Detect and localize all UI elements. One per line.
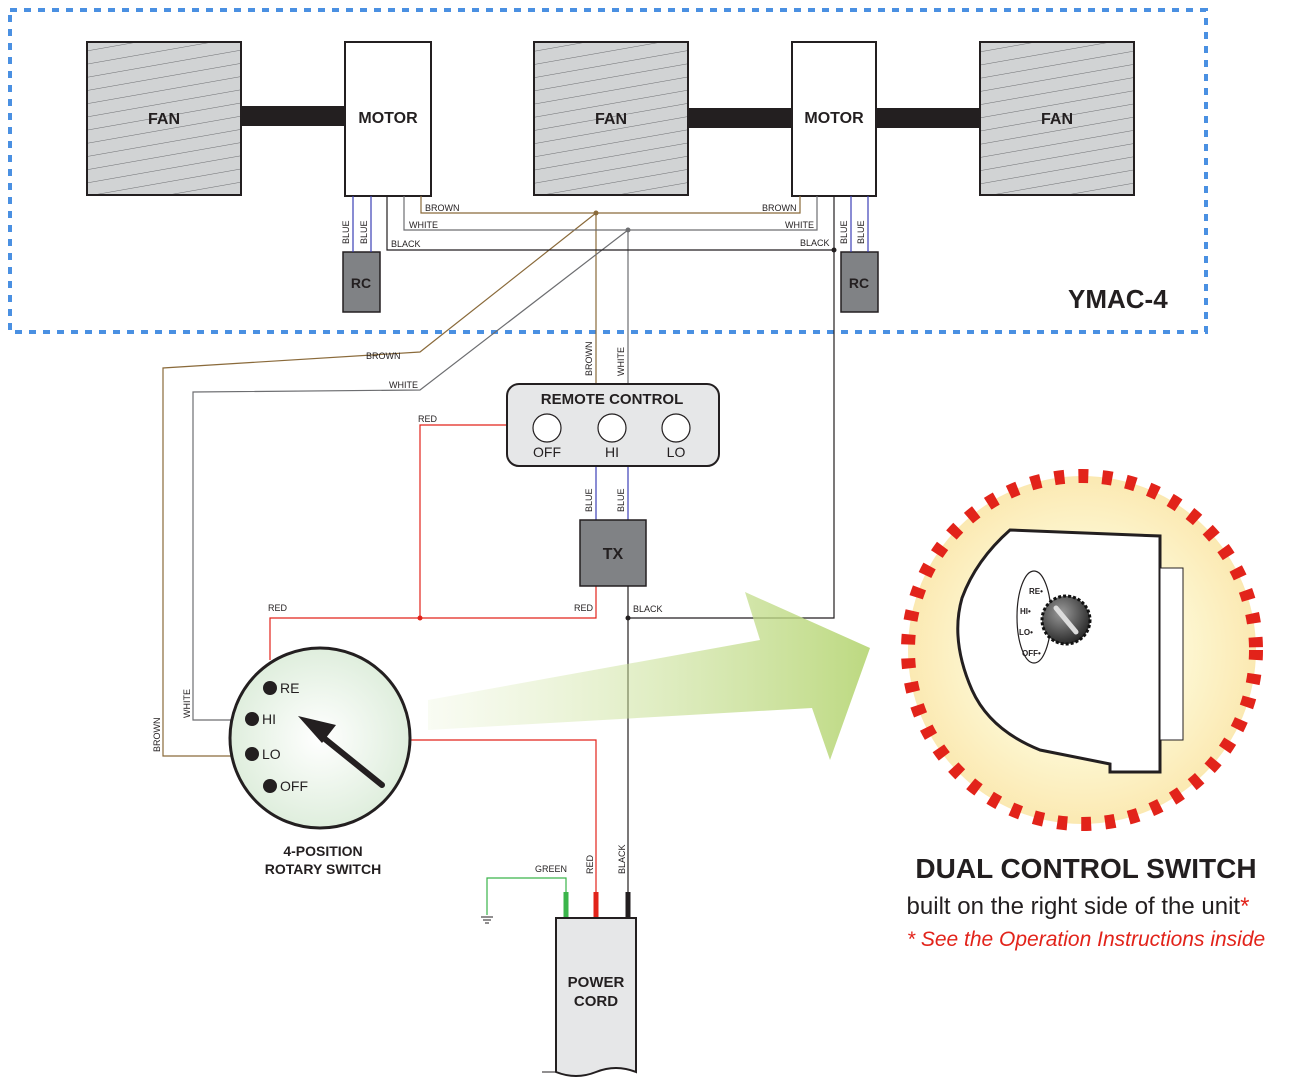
green-wire bbox=[486, 877, 567, 915]
wire-label-blue: BLUE bbox=[856, 220, 866, 244]
wire-label-white: WHITE bbox=[409, 220, 438, 230]
dual-control-detail: RE• HI• LO• OFF• bbox=[901, 469, 1263, 831]
wire-label-red: RED bbox=[585, 854, 595, 874]
remote-lo-button[interactable] bbox=[661, 413, 691, 443]
knob-label: OFF• bbox=[1022, 649, 1041, 658]
position-dot bbox=[263, 779, 277, 793]
junction-dot bbox=[831, 247, 837, 253]
switch-position-label: OFF bbox=[280, 778, 308, 794]
junction-dot bbox=[417, 615, 423, 621]
wire-label-brown: BROWN bbox=[366, 351, 401, 361]
black-wires bbox=[386, 196, 835, 892]
wire-label-black: BLACK bbox=[800, 238, 830, 248]
rc-module-2: RC bbox=[840, 251, 879, 313]
red-wires bbox=[269, 424, 597, 892]
switch-position-label: LO bbox=[262, 746, 281, 762]
wire-label-blue: BLUE bbox=[341, 220, 351, 244]
wire-label-blue: BLUE bbox=[616, 488, 626, 512]
fan-label: FAN bbox=[148, 111, 180, 128]
ground-icon bbox=[481, 916, 493, 924]
fan-label: FAN bbox=[595, 111, 627, 128]
junction-dot bbox=[593, 210, 599, 216]
wire-label-red: RED bbox=[268, 603, 288, 613]
tx-module: TX bbox=[579, 519, 647, 587]
power-cord-label: POWER bbox=[568, 974, 625, 991]
power-cord-label: CORD bbox=[574, 993, 618, 1010]
rc-label: RC bbox=[351, 275, 371, 291]
remote-off-button[interactable] bbox=[532, 413, 562, 443]
wire-label-black: BLACK bbox=[617, 844, 627, 874]
wire-label-blue: BLUE bbox=[359, 220, 369, 244]
wire-label-green: GREEN bbox=[535, 864, 567, 874]
shaft bbox=[241, 106, 345, 126]
remote-button-label: OFF bbox=[533, 444, 561, 460]
motor-2: MOTOR bbox=[791, 41, 877, 197]
fan-label: FAN bbox=[1041, 111, 1073, 128]
blue-wires-top bbox=[352, 196, 869, 252]
position-dot bbox=[245, 747, 259, 761]
tx-label: TX bbox=[603, 546, 624, 563]
switch-caption: ROTARY SWITCH bbox=[265, 861, 381, 877]
switch-caption: 4-POSITION bbox=[283, 843, 362, 859]
junction-dot bbox=[625, 615, 631, 621]
fan-1: FAN bbox=[86, 41, 242, 196]
wire-label-red: RED bbox=[418, 414, 438, 424]
position-dot bbox=[245, 712, 259, 726]
dual-control-subtitle: built on the right side of the unit* bbox=[907, 893, 1250, 920]
fan-3: FAN bbox=[979, 41, 1135, 196]
wire-label-black: BLACK bbox=[633, 604, 663, 614]
knob-indicator bbox=[1053, 605, 1079, 635]
shaft bbox=[688, 108, 792, 128]
knob-label: HI• bbox=[1020, 607, 1031, 616]
wire-label-brown: BROWN bbox=[152, 718, 162, 753]
motor-label: MOTOR bbox=[804, 110, 864, 127]
power-cord: POWER CORD bbox=[542, 892, 637, 1077]
wire-label-black: BLACK bbox=[391, 239, 421, 249]
wire-label-blue: BLUE bbox=[584, 488, 594, 512]
dual-control-title: DUAL CONTROL SWITCH bbox=[915, 853, 1256, 884]
switch-position-label: RE bbox=[280, 680, 299, 696]
white-wires bbox=[192, 196, 818, 721]
blue-wires-tx bbox=[595, 466, 629, 520]
fan-2: FAN bbox=[533, 41, 689, 196]
unit-side-outline bbox=[956, 528, 1162, 774]
asterisk: * bbox=[1240, 893, 1249, 920]
remote-control-title: REMOTE CONTROL bbox=[541, 391, 684, 408]
arrow-shape bbox=[428, 592, 870, 760]
brown-wires bbox=[162, 196, 801, 757]
unit-enclosure bbox=[8, 8, 1208, 334]
switch-pointer-arrow bbox=[317, 732, 385, 788]
remote-control: REMOTE CONTROL OFF HI LO bbox=[506, 383, 720, 467]
junction-dot bbox=[625, 227, 631, 233]
switch-position-label: HI bbox=[262, 711, 276, 727]
wire-label-blue: BLUE bbox=[839, 220, 849, 244]
knob-label: RE• bbox=[1029, 587, 1043, 596]
rc-module-1: RC bbox=[342, 251, 381, 313]
wire-label-brown: BROWN bbox=[762, 203, 797, 213]
wire-label-white: WHITE bbox=[389, 380, 418, 390]
remote-button-label: LO bbox=[667, 444, 686, 460]
shaft bbox=[876, 108, 980, 128]
motor-1: MOTOR bbox=[344, 41, 432, 197]
remote-button-label: HI bbox=[605, 444, 619, 460]
motor-label: MOTOR bbox=[358, 110, 418, 127]
wire-label-white: WHITE bbox=[785, 220, 814, 230]
knob-label: LO• bbox=[1019, 628, 1033, 637]
switch-pointer-arrowhead bbox=[298, 716, 336, 743]
wire-label-red: RED bbox=[574, 603, 594, 613]
wire-label-brown: BROWN bbox=[425, 203, 460, 213]
wire-label-brown: BROWN bbox=[584, 342, 594, 377]
blue-wire-labels-top: BLUE BLUE BLUE BLUE bbox=[341, 220, 866, 244]
rotary-switch: RE HI LO OFF 4-POSITION ROTARY SWITCH bbox=[228, 646, 412, 877]
position-dot bbox=[263, 681, 277, 695]
unit-model-label: YMAC-4 bbox=[1068, 284, 1168, 314]
side-panel bbox=[1159, 567, 1184, 741]
dual-control-note: * See the Operation Instructions inside bbox=[907, 928, 1265, 951]
rc-label: RC bbox=[849, 275, 869, 291]
wire-label-white: WHITE bbox=[182, 689, 192, 718]
remote-hi-button[interactable] bbox=[597, 413, 627, 443]
wire-label-white: WHITE bbox=[616, 347, 626, 376]
